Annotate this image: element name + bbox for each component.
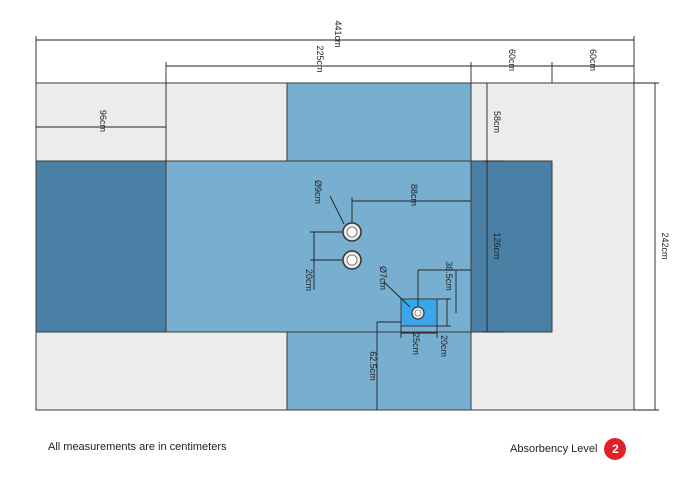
dim-hole-offset: 88cm: [409, 184, 419, 206]
dim-total-height: 242cm: [660, 232, 670, 259]
circle-hole-icon: [342, 222, 362, 242]
dim-hole-diameter: Ø9cm: [313, 180, 323, 204]
absorbency-badge: 2: [604, 438, 627, 460]
dim-hole-spacing: 20cm: [304, 269, 314, 291]
dim-top-depth: 58cm: [492, 111, 502, 133]
dim-left-width: 96cm: [98, 110, 108, 132]
layout-diagram: 441cm 225cm 60cm 60cm 96cm 58cm 242cm 12…: [35, 20, 670, 411]
circle-hole-icon: [342, 250, 362, 270]
dim-drain-height: 20cm: [439, 335, 449, 357]
dim-total-width: 441cm: [333, 20, 343, 47]
right-dark-zone: [470, 160, 553, 333]
dim-drain-diameter: Ø7cm: [378, 266, 388, 290]
measurement-note: All measurements are in centimeters: [48, 441, 227, 453]
dim-center-height: 126cm: [492, 232, 502, 259]
absorbency-legend: Absorbency Level 2: [510, 438, 627, 460]
dim-right-width-b: 60cm: [588, 49, 598, 71]
bottom-mid-zone: [286, 331, 472, 411]
top-mid-zone: [286, 82, 472, 162]
dim-drain-top-offset: 38.5cm: [444, 261, 454, 291]
dim-right-width-a: 60cm: [507, 49, 517, 71]
left-dark-zone: [35, 160, 167, 333]
dim-drain-bottom-offset: 62.5cm: [368, 351, 378, 381]
dim-drain-width: 25cm: [411, 333, 421, 355]
drain-hole-icon: [411, 306, 425, 320]
dim-center-width: 225cm: [315, 45, 325, 72]
absorbency-label: Absorbency Level: [510, 443, 598, 455]
dimension-lines: [35, 36, 659, 411]
